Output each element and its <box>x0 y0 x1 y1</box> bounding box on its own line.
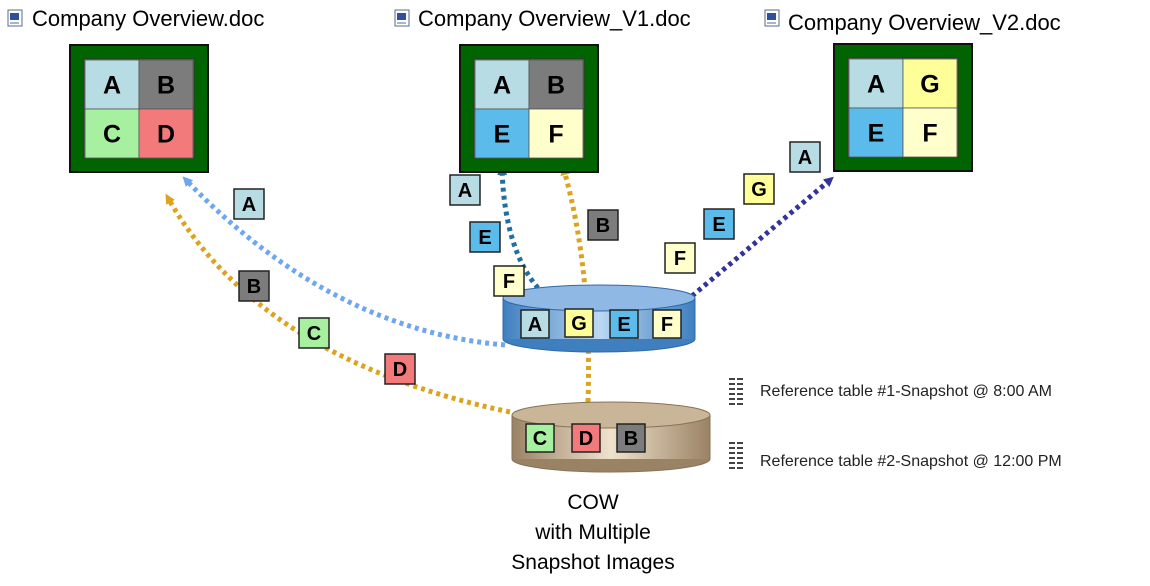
floating-block: G <box>743 173 775 205</box>
svg-text:F: F <box>548 121 563 149</box>
doc-title: Company Overview.doc <box>32 6 265 31</box>
floating-block: D <box>384 353 416 385</box>
svg-text:A: A <box>458 180 472 202</box>
svg-text:C: C <box>103 121 121 149</box>
svg-text:F: F <box>503 271 515 293</box>
svg-text:F: F <box>922 120 937 148</box>
svg-text:G: G <box>920 71 939 99</box>
svg-text:E: E <box>494 121 511 149</box>
arrow-cow-to-doc1 <box>165 193 511 415</box>
cow-block: B <box>616 423 646 453</box>
word-doc-icon <box>764 9 780 27</box>
document-cell: A <box>474 59 530 110</box>
table-icon <box>729 378 743 405</box>
word-doc-icon <box>7 9 23 27</box>
document-cell: C <box>84 108 140 159</box>
snapshot-block: G <box>564 308 594 338</box>
svg-text:G: G <box>571 313 587 335</box>
cow-block: C <box>525 423 555 453</box>
snapshot-block: E <box>609 309 639 339</box>
svg-text:A: A <box>103 72 121 100</box>
svg-text:E: E <box>868 120 885 148</box>
cow-label-line: COW <box>567 491 619 514</box>
word-doc-icon <box>394 9 410 27</box>
cow-disk <box>511 401 711 473</box>
document-cell: E <box>848 107 904 158</box>
svg-text:B: B <box>624 428 638 450</box>
floating-block: A <box>449 174 481 206</box>
floating-block: E <box>469 221 501 253</box>
floating-block: F <box>493 265 525 297</box>
document-panel: A B E F <box>459 44 599 173</box>
floating-block: E <box>703 208 735 240</box>
cow-label: COW with Multiple Snapshot Images <box>488 488 698 578</box>
svg-text:D: D <box>579 428 593 450</box>
document-cell: D <box>138 108 194 159</box>
document-cell: A <box>84 59 140 110</box>
svg-text:F: F <box>674 248 686 270</box>
document-cell: G <box>902 58 958 109</box>
cow-label-line: Snapshot Images <box>511 551 675 574</box>
arrow-snapshot-to-doc3 <box>690 176 834 298</box>
svg-text:A: A <box>528 314 542 336</box>
doc-title: Company Overview_V1.doc <box>418 6 691 31</box>
document-cell: A <box>848 58 904 109</box>
document-cell: B <box>528 59 584 110</box>
document-panel: A B C D <box>69 44 209 173</box>
svg-text:A: A <box>798 147 812 169</box>
svg-text:B: B <box>247 276 261 298</box>
svg-text:E: E <box>712 214 725 236</box>
floating-block: C <box>298 317 330 349</box>
arrow-cow-to-doc2 <box>560 165 591 403</box>
svg-text:A: A <box>493 72 511 100</box>
doc-title: Company Overview_V2.doc <box>788 10 1061 35</box>
document-panel: A G E F <box>833 43 973 172</box>
svg-text:A: A <box>242 194 256 216</box>
svg-text:C: C <box>533 428 547 450</box>
svg-text:E: E <box>617 314 630 336</box>
document-cell: F <box>902 107 958 158</box>
svg-text:B: B <box>157 72 175 100</box>
reference-table-label: Reference table #1-Snapshot @ 8:00 AM <box>760 383 1052 400</box>
floating-block: A <box>789 141 821 173</box>
cow-block: D <box>571 423 601 453</box>
floating-block: B <box>238 270 270 302</box>
document-cell: B <box>138 59 194 110</box>
document-cell: F <box>528 108 584 159</box>
svg-text:D: D <box>157 121 175 149</box>
svg-text:F: F <box>661 314 673 336</box>
floating-block: B <box>587 209 619 241</box>
table-icon <box>729 442 743 469</box>
svg-text:E: E <box>478 227 491 249</box>
document-cell: E <box>474 108 530 159</box>
svg-text:A: A <box>867 71 885 99</box>
arrow-snapshot-to-doc1 <box>182 176 506 348</box>
svg-text:G: G <box>751 179 767 201</box>
snapshot-block: A <box>520 309 550 339</box>
floating-block: A <box>233 188 265 220</box>
cow-label-line: with Multiple <box>535 521 651 544</box>
arrow-snapshot-to-doc2-teal <box>497 165 540 290</box>
floating-block: F <box>664 242 696 274</box>
reference-table-label: Reference table #2-Snapshot @ 12:00 PM <box>760 453 1062 470</box>
svg-text:C: C <box>307 323 321 345</box>
svg-text:D: D <box>393 359 407 381</box>
svg-text:B: B <box>547 72 565 100</box>
svg-text:B: B <box>596 215 610 237</box>
snapshot-block: F <box>652 309 682 339</box>
